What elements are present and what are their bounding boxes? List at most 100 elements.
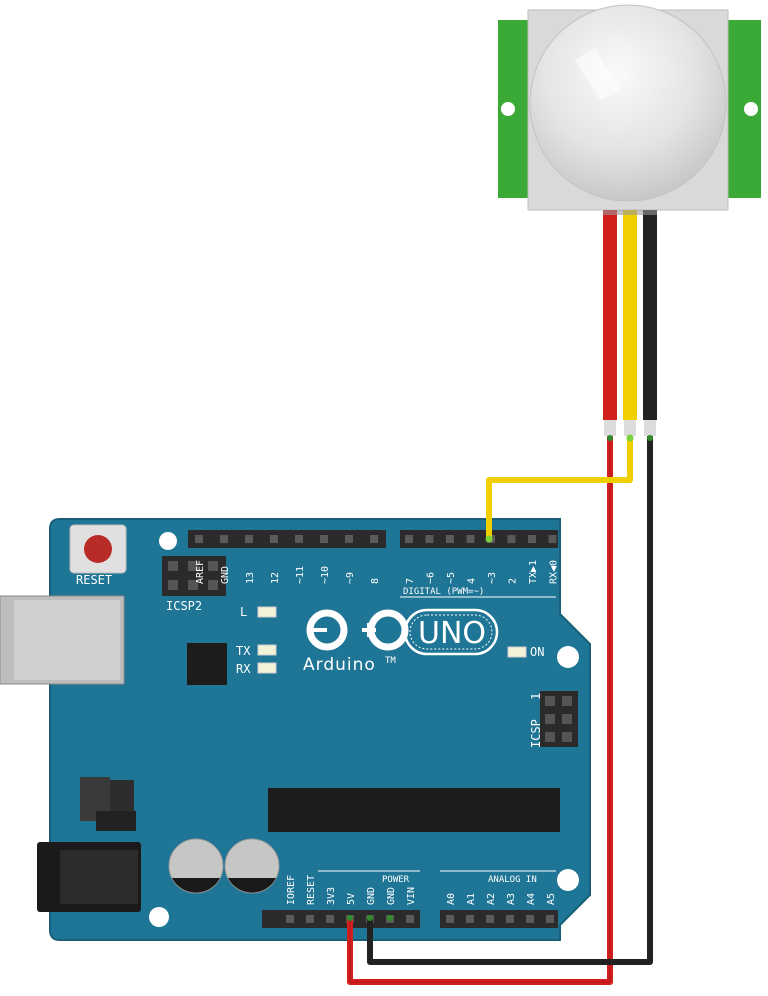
digital-right-pin-label: 7 <box>405 578 416 584</box>
analog-pin-label: A1 <box>466 893 477 905</box>
digital-left-socket <box>295 535 303 543</box>
analog-socket <box>486 915 494 923</box>
digital-right-socket <box>425 535 434 543</box>
uno-badge <box>403 608 499 656</box>
pir-fresnel-lens <box>529 4 727 202</box>
mount-hole <box>149 907 169 927</box>
mount-hole <box>159 532 177 550</box>
mount-hole <box>557 869 579 891</box>
arduino-board: RESET ICSP 2 AREF GND 13 12 ~11 ~10 ~9 8 <box>0 518 591 941</box>
digital-header-left <box>188 530 386 548</box>
digital-left-socket <box>345 535 353 543</box>
digital-left-pin-label: 12 <box>270 572 281 584</box>
digital-right-pin-label: TX▶1 <box>528 560 539 584</box>
power-pin-label: IOREF <box>286 875 297 905</box>
led-l <box>257 606 277 618</box>
digital-right-socket <box>446 535 454 543</box>
pir-out-lead <box>623 210 637 420</box>
led-on <box>507 646 527 658</box>
digital-right-socket <box>405 535 413 543</box>
digital-left-socket <box>370 535 378 543</box>
digital-right-socket <box>507 535 516 543</box>
power-pin-label: 5V <box>346 893 357 905</box>
digital-left-socket <box>270 535 278 543</box>
icsp-pin1-label: 1 <box>529 693 543 700</box>
led-tx <box>257 644 277 656</box>
analog-socket <box>446 915 454 923</box>
microcontroller-chip <box>268 788 560 832</box>
pir-mount-hole-right <box>744 102 758 116</box>
reset-button[interactable] <box>69 524 127 574</box>
power-socket <box>406 915 414 923</box>
analog-pin-label: A3 <box>506 893 517 905</box>
uno-label: UNO <box>418 616 486 651</box>
digital-left-socket <box>195 535 203 543</box>
wires <box>347 434 653 985</box>
digital-left-pin-label: GND <box>220 566 231 584</box>
power-header <box>262 910 420 928</box>
digital-right-pin-label: 2 <box>508 578 519 584</box>
led-rx <box>257 662 277 674</box>
pir-mount-hole-left <box>501 102 515 116</box>
analog-socket <box>546 915 554 923</box>
usb-chip <box>187 643 227 685</box>
analog-socket <box>506 915 514 923</box>
power-pin-label: GND <box>366 887 377 905</box>
digital-left-socket <box>245 535 253 543</box>
mount-hole <box>557 646 579 668</box>
digital-right-pin-label: ~6 <box>426 572 437 584</box>
icsp-header <box>540 691 578 747</box>
digital-right-pin-label: ~3 <box>487 572 498 584</box>
digital-left-pin-label: ~9 <box>345 572 356 584</box>
digital-left-pin-label: AREF <box>195 560 206 584</box>
led-tx-label: TX <box>236 644 251 658</box>
pir-gnd-lead <box>643 210 657 420</box>
analog-pin-label: A0 <box>446 893 457 905</box>
analog-pin-label: A5 <box>546 893 557 905</box>
digital-left-socket <box>220 535 228 543</box>
power-socket <box>286 915 294 923</box>
analog-pin-label: A4 <box>526 893 537 905</box>
analog-socket <box>526 915 534 923</box>
analog-header <box>440 910 558 928</box>
digital-left-pin-label: 8 <box>370 578 381 584</box>
capacitor <box>168 838 224 894</box>
power-pin-label: RESET <box>306 875 317 905</box>
digital-left-pin-label: ~11 <box>295 566 306 584</box>
pir-lens-highlight <box>575 48 620 100</box>
digital-right-pin-label: RX◀0 <box>549 560 560 584</box>
digital-left-socket <box>320 535 328 543</box>
digital-right-socket <box>528 535 536 543</box>
digital-right-pin-label: ~5 <box>446 572 457 584</box>
reset-label: RESET <box>76 573 112 587</box>
analog-socket <box>466 915 474 923</box>
power-pin-label: GND <box>386 887 397 905</box>
power-pin-label: VIN <box>406 887 417 905</box>
analog-label: ANALOG IN <box>488 875 537 885</box>
trademark: TM <box>385 656 396 666</box>
arduino-pcb <box>49 518 591 941</box>
digital-header-right <box>400 530 558 548</box>
led-l-label: L <box>240 605 247 619</box>
power-pin-label: 3V3 <box>326 887 337 905</box>
analog-pin-label: A2 <box>486 893 497 905</box>
digital-right-socket <box>466 535 475 543</box>
power-socket <box>306 915 314 923</box>
pir-sensor <box>498 4 761 436</box>
led-on-label: ON <box>530 645 544 659</box>
capacitor <box>224 838 280 894</box>
digital-right-socket <box>548 535 557 543</box>
power-label: POWER <box>382 875 410 885</box>
pir-vcc-lead <box>603 210 617 420</box>
wire-signal <box>486 436 633 539</box>
digital-right-pin-label: 4 <box>467 578 478 584</box>
icsp2-header <box>162 556 226 596</box>
digital-left-pin-label: 13 <box>245 572 256 584</box>
led-rx-label: RX <box>236 662 251 676</box>
icsp-label: ICSP <box>529 719 543 748</box>
digital-left-pin-label: ~10 <box>320 566 331 584</box>
wire-ground <box>367 436 653 965</box>
arduino-wordmark: Arduino <box>303 655 376 675</box>
power-socket <box>326 915 334 923</box>
